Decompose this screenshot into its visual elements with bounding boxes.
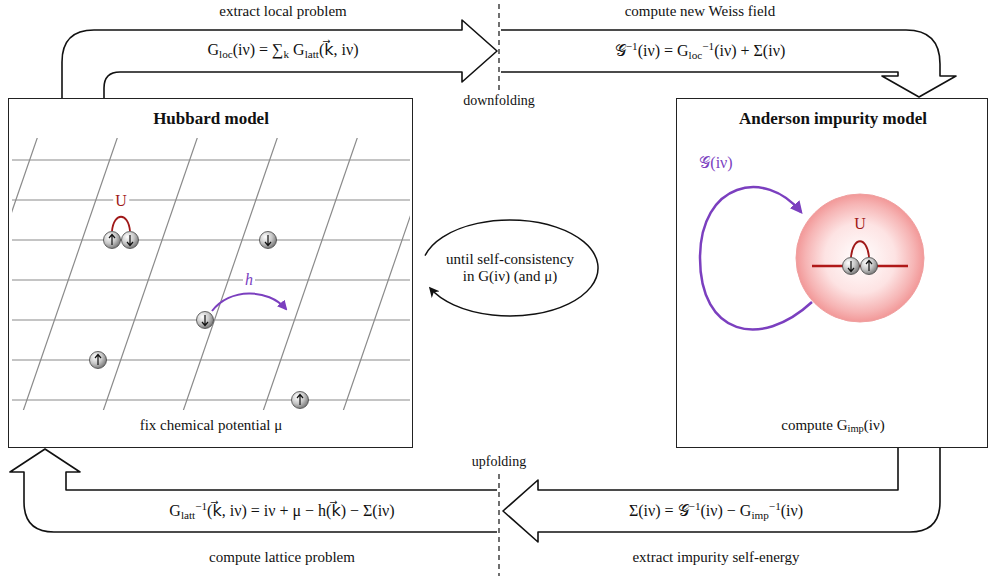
formula: 𝒢−1(iν) = Gloc−1(iν) + Σ(iν) (615, 40, 785, 61)
electron-up (292, 392, 309, 409)
impurity-level (812, 265, 908, 268)
caption: fix chemical potential μ (140, 417, 283, 434)
bath-loop (700, 187, 812, 329)
model-box: Anderson impurity model compute Gimp(iν) (676, 98, 988, 448)
electron-down (260, 232, 277, 249)
electron-down (122, 232, 139, 249)
block-arrow: Σ(iν) = 𝒢−1(iν) − Gimp−1(iν) extract impu… (500, 446, 960, 578)
caption: extract impurity self-energy (632, 549, 799, 566)
interaction-arc (112, 217, 130, 231)
electron-down (843, 258, 860, 275)
arrow-outline (10, 449, 497, 532)
hopping-label: h (243, 271, 255, 289)
divider-line (498, 4, 499, 90)
divider-label: upfolding (472, 454, 526, 470)
block-arrow: Glatt−1(k⃗, iν) = iν + μ − h(k⃗) − Σ(iν)… (5, 446, 500, 578)
arrow-outline (503, 448, 940, 542)
caption: compute new Weiss field (625, 3, 776, 20)
impurity-site (796, 194, 924, 322)
box-title: Hubbard model (153, 109, 269, 129)
electron-up (104, 232, 121, 249)
arrow-outline (62, 20, 497, 98)
interaction-arc (851, 241, 869, 257)
divider-label: downfolding (463, 93, 535, 109)
model-box: Hubbard model fix chemical potential μ (8, 98, 413, 448)
interaction-label: U (113, 192, 129, 210)
electron-up (90, 352, 107, 369)
formula: Glatt−1(k⃗, iν) = iν + μ − h(k⃗) − Σ(iν) (169, 500, 394, 521)
weiss-field-label: 𝒢(iν) (699, 154, 732, 172)
block-arrow: extract local problemGloc(iν) = ∑k Glatt… (55, 0, 500, 100)
caption: compute lattice problem (209, 549, 355, 566)
block-arrow: compute new Weiss field𝒢−1(iν) = Gloc−1(… (500, 0, 960, 100)
cycle-label: until self-consistency in G(iν) (and μ) (444, 251, 576, 286)
formula: Gloc(iν) = ∑k Glatt(k⃗, iν) (207, 41, 358, 61)
electron-up (861, 258, 878, 275)
electron-down (197, 312, 214, 329)
cycle-loop (425, 220, 598, 316)
hopping-arc (212, 293, 286, 311)
box-title: Anderson impurity model (739, 109, 927, 129)
caption: extract local problem (219, 3, 346, 20)
interaction-label: U (854, 215, 866, 233)
formula: Σ(iν) = 𝒢−1(iν) − Gimp−1(iν) (629, 500, 803, 521)
arrow-outline (501, 30, 956, 97)
divider-line (498, 474, 499, 576)
lattice-grid (12, 138, 410, 410)
formula: compute Gimp(iν) (781, 417, 885, 436)
